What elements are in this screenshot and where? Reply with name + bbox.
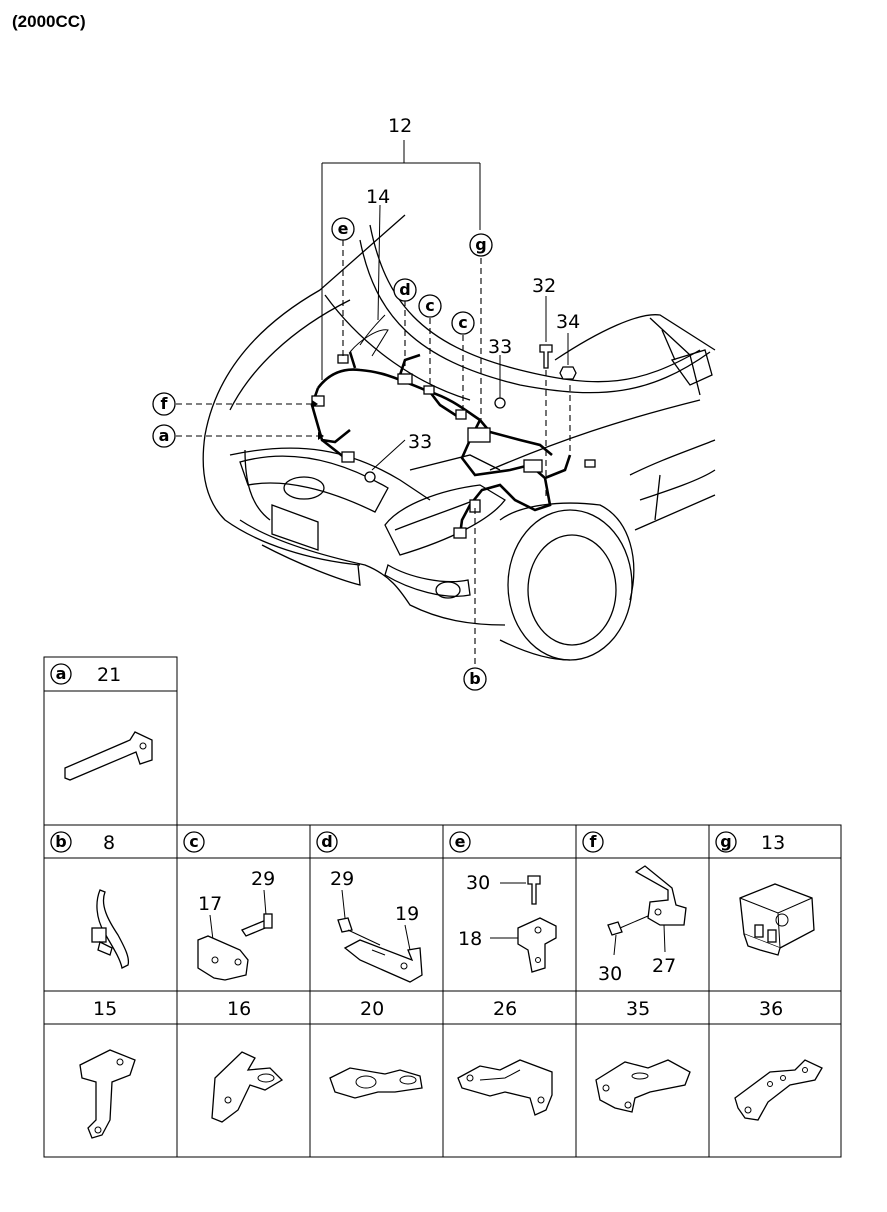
letter-callout-a: a [159, 426, 170, 445]
bolt-32-icon [539, 344, 553, 369]
leader-lines [176, 140, 571, 667]
cell-d-parts: 29 19 [330, 868, 423, 983]
cell-16-number: 16 [227, 998, 251, 1020]
cell-d-label-29: 29 [330, 868, 354, 890]
callout-32: 32 [532, 275, 556, 297]
cell-c-label-29: 29 [251, 868, 275, 890]
cell-d-letter: d [321, 832, 332, 851]
cell-headers-row2: 15 16 20 26 35 36 [93, 998, 783, 1020]
cell-f-parts: 30 27 [598, 865, 687, 985]
cell-c-parts: 29 17 [197, 868, 275, 981]
bracket-21-icon [64, 731, 153, 781]
letter-callout-c-1: c [425, 296, 434, 315]
vehicle-fasteners [364, 344, 577, 483]
cell-e-label-30: 30 [466, 872, 490, 894]
cell-f-letter: f [590, 832, 598, 851]
relay-box-13-placed [467, 427, 491, 443]
cell-f-label-30: 30 [598, 963, 622, 985]
callout-12: 12 [388, 115, 412, 137]
cell-15-number: 15 [93, 998, 117, 1020]
cell-a-number: 21 [97, 664, 121, 686]
nut-34-icon [559, 366, 577, 380]
cell-26-number: 26 [493, 998, 517, 1020]
cell-a: a 21 [50, 663, 153, 781]
bracket-27-icon [634, 865, 687, 926]
cell-b-number: 8 [103, 832, 115, 854]
cable-tie-8-icon [91, 889, 130, 969]
bracket-35-icon [595, 1059, 691, 1113]
cell-d-label-19: 19 [395, 903, 419, 925]
letter-callout-b: b [469, 669, 480, 688]
cell-20-number: 20 [360, 998, 384, 1020]
cell-f-label-27: 27 [652, 955, 676, 977]
letter-callout-e: e [338, 219, 349, 238]
bracket-19-icon [343, 939, 423, 983]
callout-14: 14 [366, 186, 390, 208]
bracket-15-icon [79, 1049, 136, 1139]
cell-c-label-17: 17 [198, 893, 222, 915]
bracket-26-icon [457, 1059, 553, 1116]
letter-callout-c-2: c [458, 313, 467, 332]
cell-e-letter: e [455, 832, 466, 851]
bolt-30-icon [527, 875, 541, 905]
bracket-36-icon [734, 1059, 823, 1121]
callout-33-bottom: 33 [408, 431, 432, 453]
bracket-17-icon [197, 935, 249, 981]
callout-33-top: 33 [488, 336, 512, 358]
letter-callout-g: g [475, 235, 486, 254]
cell-e-label-18: 18 [458, 928, 482, 950]
cell-headers-row1: b 8 c d e f g 13 [50, 831, 785, 854]
cell-35-number: 35 [626, 998, 650, 1020]
bolt-29-d-icon [337, 917, 353, 933]
bolt-30-f-icon [607, 921, 623, 936]
vehicle-outline [202, 214, 716, 661]
bracket-16-icon [211, 1051, 284, 1123]
letter-callout-f: f [161, 394, 169, 413]
harness-connectors [311, 314, 596, 539]
callout-34: 34 [556, 311, 580, 333]
relay-box-13-icon [739, 883, 815, 956]
cell-c-letter: c [189, 832, 198, 851]
cell-e-parts: 30 18 [458, 872, 557, 973]
cell-a-letter: a [56, 664, 67, 683]
cell-g-number: 13 [761, 832, 785, 854]
letter-callout-d: d [399, 280, 410, 299]
cell-36-number: 36 [759, 998, 783, 1020]
diagram-title: (2000CC) [12, 12, 86, 31]
bracket-18-icon [517, 917, 557, 973]
wiring-harness [310, 351, 572, 536]
cell-b-letter: b [55, 832, 66, 851]
bracket-20-icon [329, 1067, 423, 1099]
parts-table-grid [43, 656, 842, 1158]
cell-g-letter: g [720, 832, 731, 851]
callout-labels: 12 14 32 34 33 33 e g d c c f a b [152, 115, 580, 691]
